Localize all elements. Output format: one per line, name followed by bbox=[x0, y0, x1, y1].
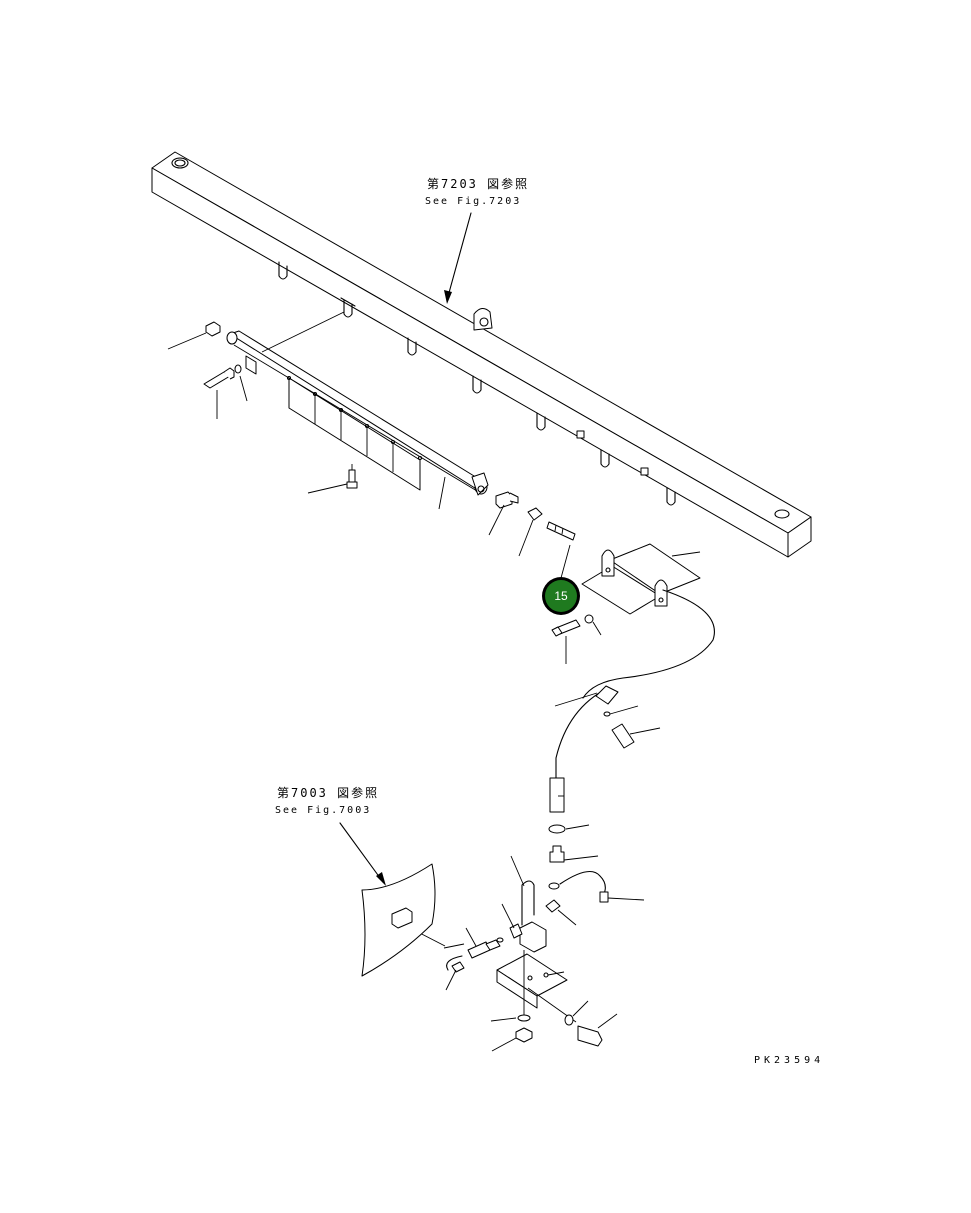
upper-left-fittings bbox=[167, 321, 446, 510]
center-fittings bbox=[488, 491, 715, 781]
lower-assembly bbox=[409, 777, 645, 1052]
callout-15-badge bbox=[545, 580, 577, 612]
callout-15-number: 15 bbox=[554, 589, 568, 603]
drawing-code: PK23594 bbox=[754, 1055, 824, 1066]
upper-reference: 第7203 図参照 See Fig.7203 bbox=[425, 176, 529, 304]
lower-reference: 第7003 図参照 See Fig.7003 bbox=[275, 785, 436, 977]
frame-beam bbox=[151, 151, 812, 558]
upper-reference-jp: 第7203 図参照 bbox=[427, 176, 529, 191]
upper-reference-en: See Fig.7203 bbox=[425, 196, 521, 207]
manifold-pipe bbox=[226, 311, 489, 496]
lower-reference-jp: 第7003 図参照 bbox=[277, 785, 379, 800]
lower-reference-en: See Fig.7003 bbox=[275, 805, 371, 816]
callout-15[interactable]: 15 bbox=[542, 544, 580, 615]
